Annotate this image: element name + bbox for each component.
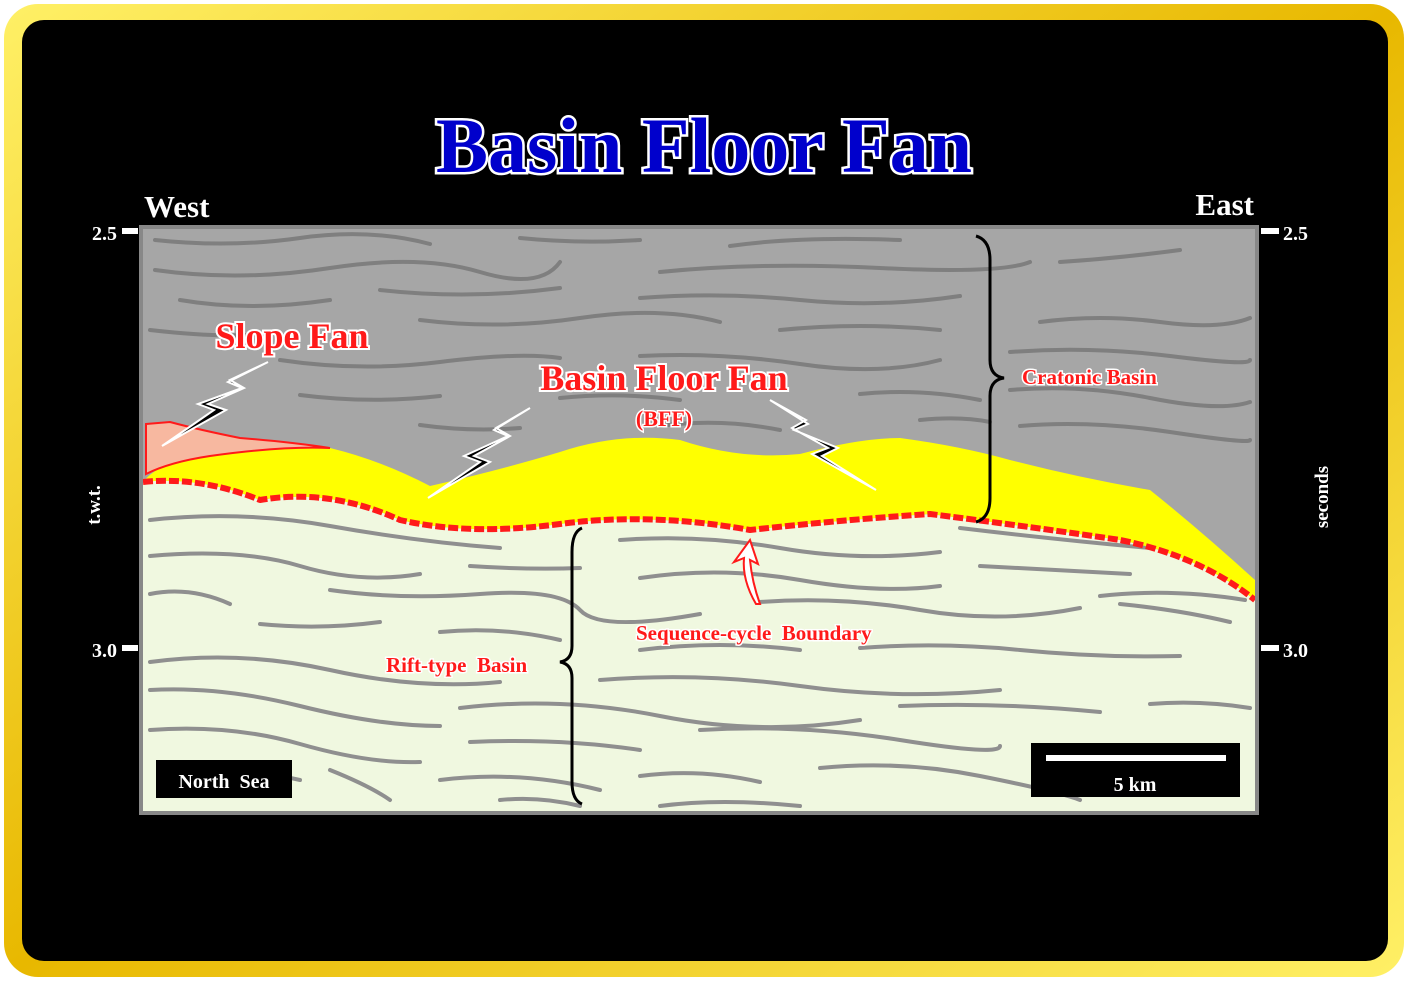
basin-floor-fan-label: Basin Floor Fan xyxy=(540,358,787,398)
bff-abbrev-label: (BFF) xyxy=(636,406,692,431)
right-tick-label: 3.0 xyxy=(1283,640,1308,662)
right-tick-label: 2.5 xyxy=(1283,223,1308,245)
lightning-icon xyxy=(161,361,269,447)
location-box xyxy=(156,760,292,798)
left-axis-label: t.w.t. xyxy=(84,485,105,525)
sequence-boundary-label: Sequence-cycle Boundary xyxy=(636,621,872,645)
slope-fan-body xyxy=(145,420,331,476)
cratonic-reflectors xyxy=(148,232,1252,443)
slope-fan-label: Slope Fan xyxy=(215,316,368,356)
right-axis-label: seconds xyxy=(1312,466,1333,528)
diagram-title: Basin Floor Fan xyxy=(436,102,972,189)
west-label: West xyxy=(144,189,210,224)
left-tick-label: 2.5 xyxy=(92,223,117,245)
lightning-icon xyxy=(427,407,531,499)
cratonic-basin-label: Cratonic Basin xyxy=(1022,365,1157,389)
left-axis: 2.5 3.0 t.w.t. xyxy=(84,223,138,662)
sequence-boundary-line xyxy=(143,477,1255,603)
basin-floor-fan-body xyxy=(143,437,1255,600)
right-axis: 2.5 3.0 seconds xyxy=(1261,223,1333,662)
scale-bar-box xyxy=(1031,743,1240,797)
location-label: North Sea xyxy=(178,771,269,793)
cratonic-basin-brace xyxy=(975,234,1005,524)
rift-basin-brace xyxy=(559,526,583,806)
left-tick-label: 3.0 xyxy=(92,640,117,662)
boundary-arrow-icon xyxy=(731,537,762,605)
scale-bar-line xyxy=(1046,755,1226,761)
east-label: East xyxy=(1195,187,1254,222)
scale-bar-label: 5 km xyxy=(1114,774,1157,796)
rift-basin-label: Rift-type Basin xyxy=(386,653,527,677)
lightning-icon xyxy=(769,399,877,491)
